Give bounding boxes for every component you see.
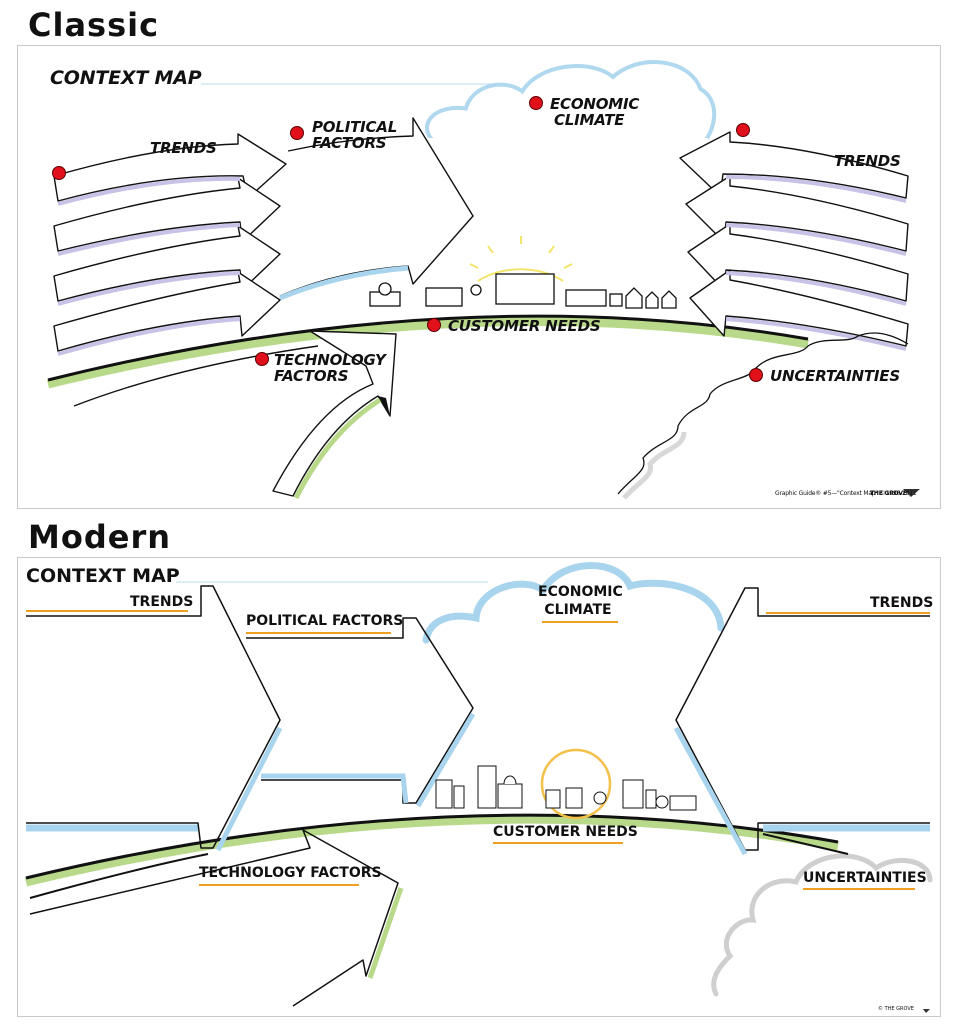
modern-economic-cloud — [422, 562, 725, 644]
modern-political-underline — [246, 632, 391, 634]
modern-grove-logo-icon — [923, 1009, 930, 1013]
modern-trends-right-arrow — [675, 587, 930, 851]
modern-city-skyline — [435, 765, 697, 811]
classic-title: CONTEXT MAP — [50, 67, 202, 89]
modern-technology-label: TECHNOLOGY FACTORS — [199, 865, 382, 881]
classic-right-trend-arrows — [679, 131, 909, 347]
modern-trends-left-underline — [26, 610, 188, 612]
classic-trends-right-label: TRENDS — [834, 152, 901, 170]
classic-economic-label-2: CLIMATE — [554, 111, 625, 129]
modern-economic-underline — [542, 621, 618, 623]
classic-left-arrow-shadows — [57, 176, 241, 356]
modern-trends-left-arrow — [26, 585, 281, 849]
modern-title: CONTEXT MAP — [26, 565, 180, 587]
classic-context-map-drawing — [46, 60, 920, 500]
modern-trends-right-label: TRENDS — [870, 595, 934, 611]
classic-customer-needs-label: CUSTOMER NEEDS — [448, 317, 601, 335]
modern-economic-label-2: CLIMATE — [544, 602, 612, 618]
modern-uncertainties-cloud — [711, 853, 933, 997]
classic-section-title: Classic — [28, 6, 160, 44]
modern-context-map-panel: CONTEXT MAP TRENDS POLITICAL FACTORS ECO… — [17, 557, 941, 1017]
modern-economic-label-1: ECONOMIC — [538, 584, 623, 600]
modern-customer-needs-underline — [493, 842, 623, 844]
classic-town-skyline — [369, 273, 677, 309]
modern-footer-credit: © THE GROVE — [878, 1006, 914, 1012]
classic-customer-needs-marker — [427, 318, 441, 332]
modern-trends-right-underline — [766, 612, 930, 614]
classic-technology-marker — [255, 352, 269, 366]
modern-context-map-drawing — [24, 562, 933, 1013]
modern-ground-green — [24, 814, 839, 887]
classic-trends-left-label: TRENDS — [150, 139, 217, 157]
classic-footer-credit: Graphic Guide® #5—"Context Map" ©1996-20… — [775, 490, 917, 497]
classic-uncertainties-cloud — [617, 332, 909, 495]
modern-trends-left-label: TRENDS — [130, 594, 194, 610]
modern-political-label: POLITICAL FACTORS — [246, 613, 404, 629]
modern-uncertainties-underline — [803, 888, 915, 890]
modern-sun — [540, 748, 612, 820]
classic-political-marker — [290, 126, 304, 140]
classic-political-label-2: FACTORS — [312, 134, 387, 152]
modern-section-title: Modern — [28, 518, 171, 556]
classic-uncertainties-marker — [749, 368, 763, 382]
classic-technology-arrow — [272, 330, 397, 497]
classic-economic-marker — [529, 96, 543, 110]
modern-uncertainties-label: UNCERTAINTIES — [803, 870, 927, 886]
classic-footer-brand: THE GROVE — [870, 490, 907, 497]
classic-trends-left-marker — [52, 166, 66, 180]
classic-left-trend-arrows — [53, 133, 287, 352]
classic-right-arrow-shadows — [725, 175, 907, 351]
modern-technology-underline — [199, 884, 359, 886]
classic-technology-label-1: TECHNOLOGY — [274, 351, 386, 369]
modern-customer-needs-label: CUSTOMER NEEDS — [493, 824, 638, 840]
classic-context-map-panel: CONTEXT MAP TRENDS POLITICAL FACTORS ECO… — [17, 45, 941, 509]
classic-ground-line — [47, 314, 809, 382]
classic-uncertainties-label: UNCERTAINTIES — [770, 367, 900, 385]
classic-trends-right-marker — [736, 123, 750, 137]
classic-economic-label-1: ECONOMIC — [550, 95, 640, 113]
classic-political-label-1: POLITICAL — [312, 118, 398, 136]
classic-technology-label-2: FACTORS — [274, 367, 349, 385]
modern-technology-arrow — [29, 829, 399, 1007]
classic-grove-logo-icon — [903, 489, 920, 497]
classic-ground-green — [46, 317, 809, 389]
